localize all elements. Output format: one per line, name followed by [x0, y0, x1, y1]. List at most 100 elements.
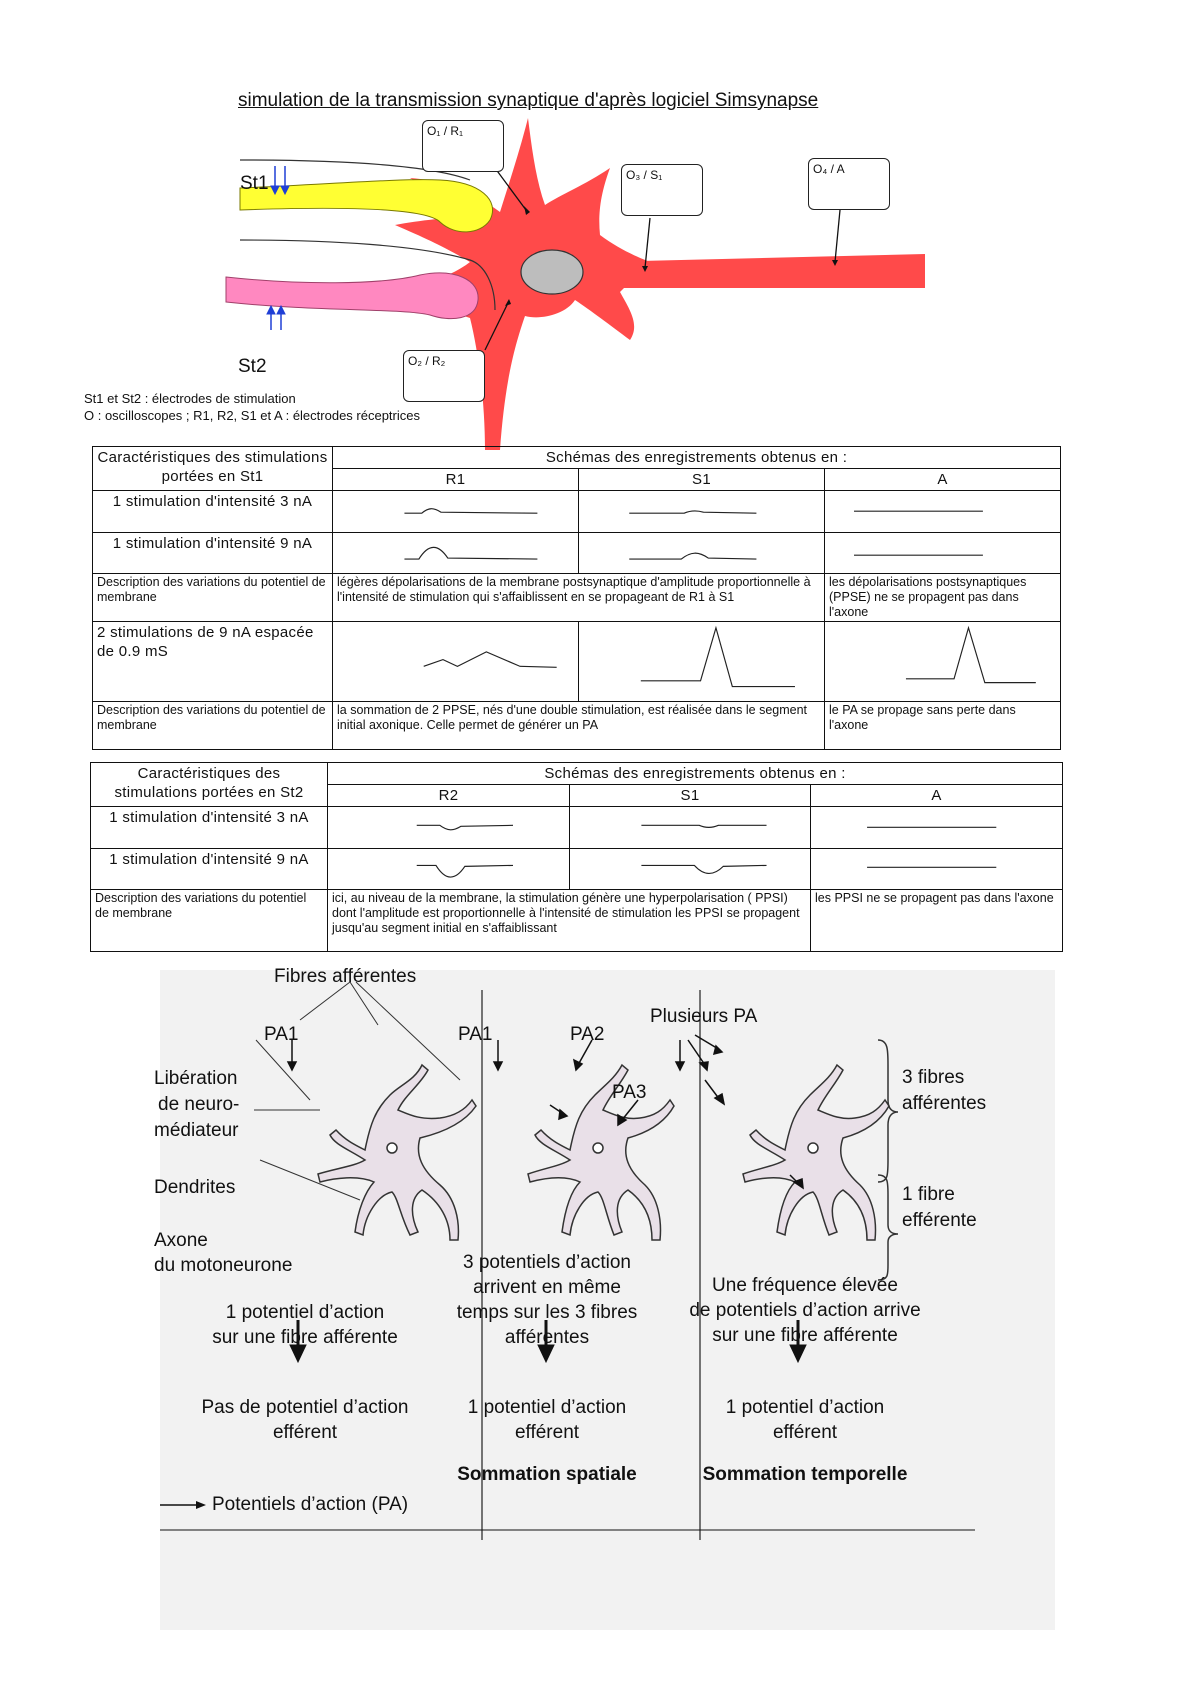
presynaptic-axon-st2: [225, 272, 479, 320]
t2-trace-r2-3na: [327, 806, 570, 849]
t1-desc2-mid: la sommation de 2 PPSE, nés d'une double…: [332, 701, 825, 751]
summation-drawing: [160, 981, 975, 1540]
t1-desc-mid: légères dépolarisations de la membrane p…: [332, 573, 825, 623]
label-1-fibre: 1 fibre: [902, 1184, 955, 1205]
t1-trace-a-9na: [823, 531, 1062, 575]
electrode-a-lead: [834, 209, 841, 263]
label-pa1-panel1: PA1: [264, 1024, 299, 1045]
t1-row3-label: 2 stimulations de 9 nA espacée de 0.9 mS: [92, 621, 333, 703]
panel2-result: 1 potentiel d’action efférent: [442, 1395, 652, 1445]
scope-o3-label: O₃ / S₁: [626, 168, 663, 182]
label-mediateur: médiateur: [154, 1120, 239, 1141]
t2-trace-s1-9na: [569, 847, 811, 891]
t2-header-left: Caractéristiques des stimulations portée…: [90, 762, 328, 807]
recordings-table-st1: Caractéristiques des stimulations portée…: [92, 446, 1062, 751]
panel3-text-line3: sur une fibre afférente: [712, 1325, 898, 1346]
t1-trace-r1-9na: [332, 531, 579, 575]
t1-trace-s1-3na: [578, 490, 825, 533]
t2-trace-a-3na: [809, 806, 1064, 849]
t1-trace-s1-9na: [578, 531, 825, 575]
recordings-table-st2: Caractéristiques des stimulations portée…: [90, 762, 1064, 953]
t2-desc-right: les PPSI ne se propagent pas dans l'axon…: [809, 889, 1064, 953]
t1-trace-r1-3na: [332, 490, 579, 533]
neuron-panel-3: [742, 1063, 890, 1241]
neuron-panel-1: [317, 1063, 477, 1241]
panel1-result: Pas de potentiel d’action efférent: [160, 1395, 450, 1445]
scope-o2-label: O₂ / R₂: [408, 354, 446, 368]
brace-afferent: [877, 1039, 899, 1183]
t1-header-right: Schémas des enregistrements obtenus en :: [331, 446, 1062, 469]
label-de-neuro: de neuro-: [158, 1094, 240, 1115]
scope-o4-label: O₄ / A: [813, 162, 845, 176]
t2-row2-label: 1 stimulation d'intensité 9 nA: [90, 847, 328, 891]
label-pa1-panel2: PA1: [458, 1024, 493, 1045]
oscilloscope-o4-a: O₄ / A: [808, 158, 890, 210]
t1-desc2-right: le PA se propage sans perte dans l'axone: [823, 701, 1062, 751]
electrode-r2-lead: [484, 302, 509, 351]
panel3-text-line1: Une fréquence élevée: [712, 1275, 898, 1296]
panel3-result-line2: efférent: [772, 1422, 838, 1443]
panel1-result-line1: Pas de potentiel d’action: [201, 1397, 409, 1418]
stim-arrows-st2: [266, 304, 286, 330]
panel1-text-line2: sur une fibre afférente: [212, 1327, 398, 1348]
panel1-text: 1 potentiel d’action sur une fibre affér…: [160, 1300, 450, 1350]
label-axone: Axone: [154, 1230, 208, 1251]
stim-arrows-st1: [270, 166, 290, 196]
panel3-text-line2: de potentiels d’action arrive: [689, 1300, 921, 1321]
t2-col-a: A: [809, 784, 1064, 807]
oscilloscope-o1-r1: O₁ / R₁: [422, 120, 504, 172]
label-pa3: PA3: [612, 1082, 647, 1103]
panel3-result: 1 potentiel d’action efférent: [670, 1395, 940, 1445]
t2-trace-s1-3na: [569, 806, 811, 849]
label-plusieurs-pa: Plusieurs PA: [650, 1006, 758, 1027]
legend-line-2: O : oscilloscopes ; R1, R2, S1 et A : él…: [84, 408, 420, 423]
scope-o1-label: O₁ / R₁: [427, 124, 464, 138]
panel2-text-line3: temps sur les 3 fibres: [456, 1302, 638, 1323]
label-afferentes: afférentes: [902, 1093, 987, 1114]
oscilloscope-o2-r2: O₂ / R₂: [403, 350, 485, 402]
label-du-motoneurone: du motoneurone: [154, 1255, 293, 1276]
diagram-legend: St1 et St2 : électrodes de stimulation O…: [84, 390, 420, 424]
t1-row2-label: 1 stimulation d'intensité 9 nA: [92, 531, 333, 575]
electrode-s1-lead: [644, 217, 651, 269]
t2-col-s1: S1: [569, 784, 811, 807]
label-dendrites: Dendrites: [154, 1177, 236, 1198]
panel2-text: 3 potentiels d’action arrivent en même t…: [442, 1250, 652, 1350]
label-pa2: PA2: [570, 1024, 605, 1045]
panel3-result-line1: 1 potentiel d’action: [725, 1397, 885, 1418]
st1-label: St1: [240, 173, 269, 194]
label-efferente: efférente: [902, 1210, 977, 1231]
label-3-fibres: 3 fibres: [902, 1067, 965, 1088]
nucleus: [520, 249, 584, 295]
label-fibres-afferentes: Fibres afférentes: [274, 966, 417, 987]
t1-desc2-label: Description des variations du potentiel …: [92, 701, 333, 751]
panel2-text-line1: 3 potentiels d’action: [463, 1252, 631, 1273]
brace-efferent: [877, 1174, 899, 1281]
presynaptic-axon-st1: [239, 179, 493, 233]
t1-col-r1: R1: [332, 468, 579, 491]
panel2-text-line4: afférentes: [504, 1327, 590, 1348]
panel3-name: Sommation temporelle: [702, 1464, 908, 1485]
panel2-result-line2: efférent: [514, 1422, 580, 1443]
oscilloscope-o3-s1: O₃ / S₁: [621, 164, 703, 216]
t1-desc-label: Description des variations du potentiel …: [92, 573, 333, 623]
t1-row1-label: 1 stimulation d'intensité 3 nA: [92, 490, 333, 533]
st2-label: St2: [238, 356, 267, 377]
panel2-name: Sommation spatiale: [457, 1464, 637, 1485]
t2-header-right: Schémas des enregistrements obtenus en :: [326, 762, 1064, 785]
t2-trace-a-9na: [809, 847, 1064, 891]
t1-trace-s1-double: [578, 621, 825, 703]
t1-trace-a-3na: [823, 490, 1062, 533]
t1-header-left: Caractéristiques des stimulations portée…: [92, 446, 333, 491]
summation-figure: Fibres afférentes PA1 PA1 PA2 PA3 Plusie…: [154, 966, 1055, 1630]
legend-pa-label: Potentiels d’action (PA): [212, 1494, 409, 1515]
t1-col-s1: S1: [578, 468, 825, 491]
t1-trace-r1-double: [332, 621, 579, 703]
neuron-diagram: [225, 118, 925, 450]
legend-line-1: St1 et St2 : électrodes de stimulation: [84, 391, 296, 406]
neuron-panel-2: [527, 1063, 675, 1241]
t1-trace-a-double: [823, 621, 1062, 703]
panel3-text: Une fréquence élevée de potentiels d’act…: [670, 1273, 940, 1348]
page-title: simulation de la transmission synaptique…: [238, 90, 819, 111]
axon: [600, 254, 925, 288]
